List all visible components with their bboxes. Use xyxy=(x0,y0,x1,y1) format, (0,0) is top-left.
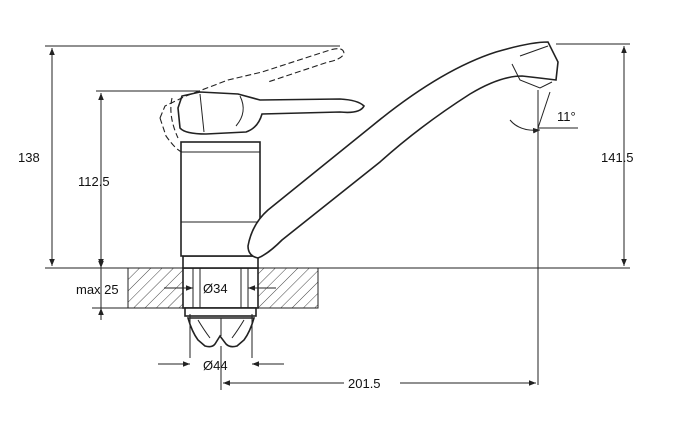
dimension-d44-label: Ø44 xyxy=(203,358,228,373)
dimension-max-25-label: max 25 xyxy=(76,282,119,297)
spout xyxy=(247,41,559,259)
faucet-body xyxy=(180,141,261,269)
dimension-max-25: max 25 xyxy=(76,258,119,320)
dimension-11-degree-label: 11° xyxy=(557,109,576,124)
dimension-112-5: 112.5 xyxy=(78,93,110,266)
dimension-138: 138 xyxy=(18,48,55,266)
countertop xyxy=(45,267,630,309)
dimension-11-degree: 11° xyxy=(557,109,576,124)
dimension-138-label: 138 xyxy=(18,150,40,165)
dimension-141-5: 141.5 xyxy=(601,46,634,266)
dimension-112-5-label: 112.5 xyxy=(78,174,110,189)
outlet-centerline xyxy=(509,90,578,385)
extension-lines xyxy=(45,43,630,309)
dimension-201-5-label: 201.5 xyxy=(348,376,381,391)
lever-raised-dashed xyxy=(159,48,345,153)
mounting-nut xyxy=(186,314,256,358)
dimension-d34-label: Ø34 xyxy=(203,281,228,296)
lever-handle xyxy=(177,91,365,135)
dimension-141-5-label: 141.5 xyxy=(601,150,634,165)
dimension-201-5: 201.5 xyxy=(220,346,536,391)
dimension-d34: Ø34 xyxy=(164,281,276,296)
